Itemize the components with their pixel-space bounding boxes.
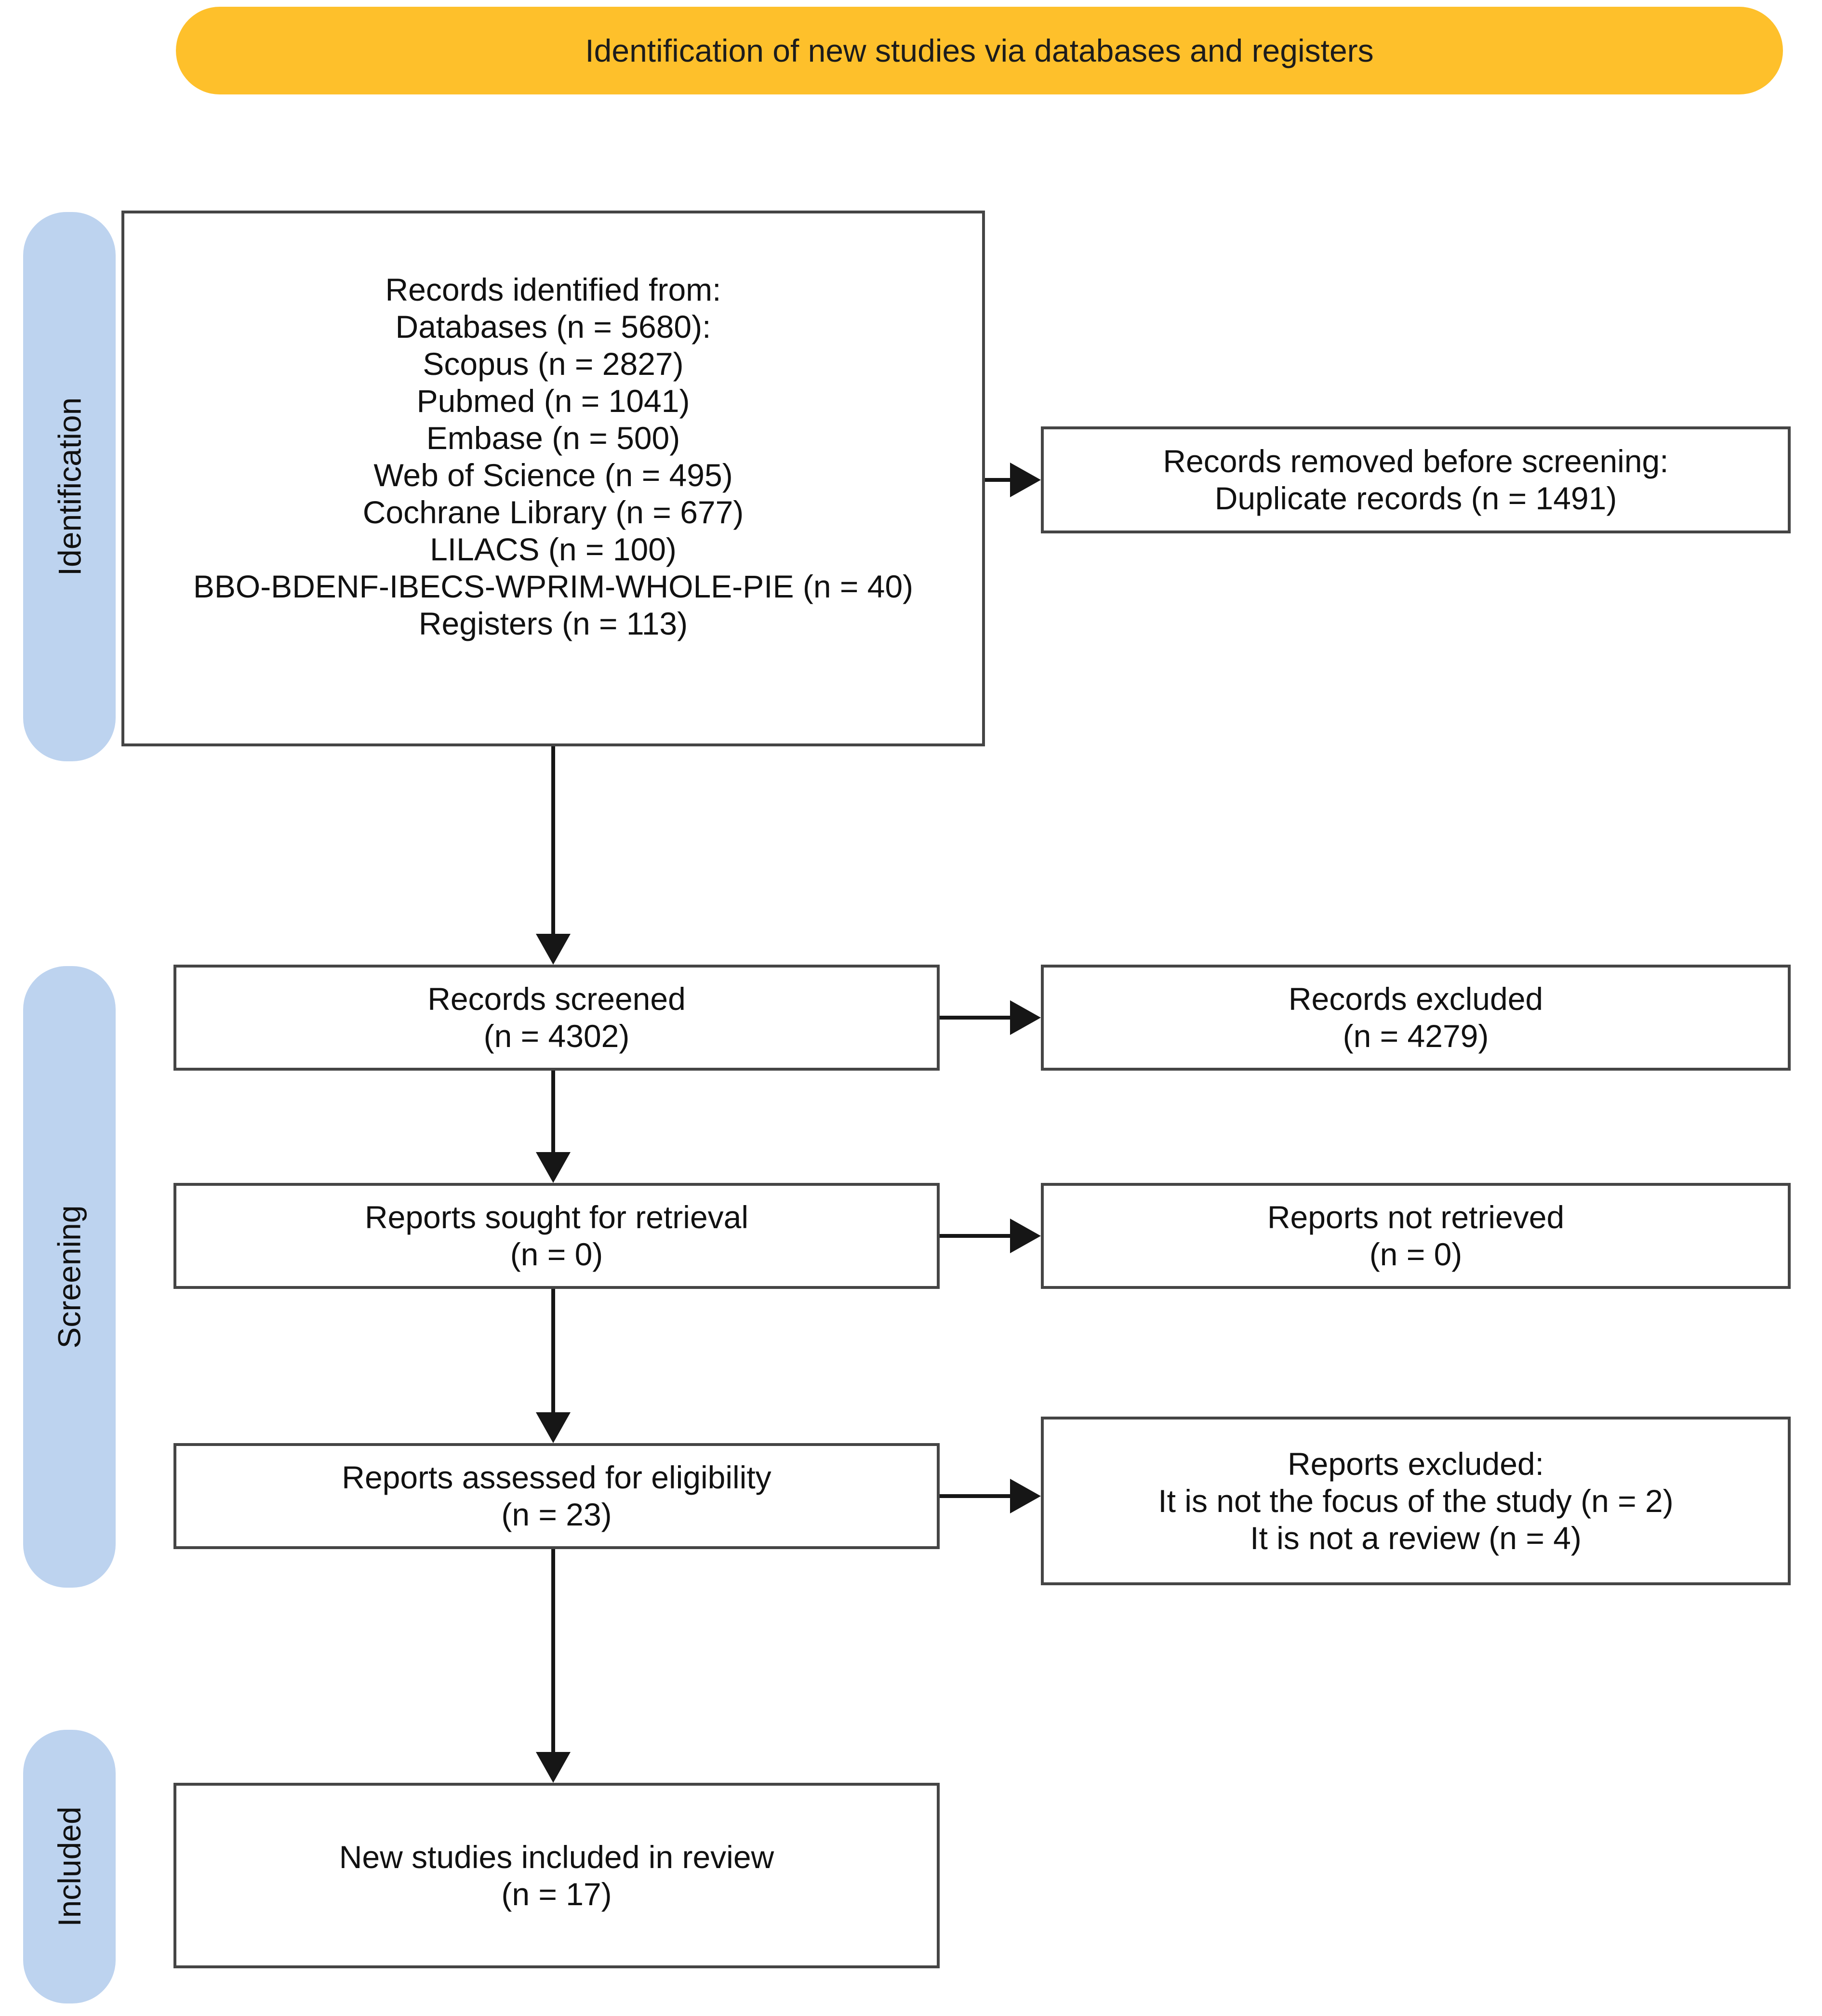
text-line: BBO-BDENF-IBECS-WPRIM-WHOLE-PIE (n = 40): [193, 569, 914, 604]
arrow-assessed-to-excluded-line: [940, 1494, 1012, 1498]
arrow-assessed-to-excluded-head-icon: [1010, 1479, 1041, 1513]
text-line: Duplicate records (n = 1491): [1214, 480, 1617, 516]
box-reports-excluded: Reports excluded:It is not the focus of …: [1041, 1417, 1791, 1585]
arrow-identified-to-screened-line: [551, 746, 555, 937]
text-line: (n = 23): [501, 1497, 612, 1532]
arrow-sought-to-assessed-head-icon: [536, 1412, 571, 1443]
arrow-sought-to-assessed-line: [551, 1289, 555, 1415]
text-line: New studies included in review: [339, 1839, 774, 1875]
arrow-identified-to-screened-head-icon: [536, 934, 571, 965]
box-reports-assessed: Reports assessed for eligibility(n = 23): [173, 1443, 940, 1549]
arrow-screened-to-sought-line: [551, 1071, 555, 1155]
text-line: Cochrane Library (n = 677): [362, 494, 744, 530]
text-line: Records identified from:: [385, 272, 721, 307]
box-new-studies-included: New studies included in review(n = 17): [173, 1783, 940, 1968]
text-line: (n = 4302): [483, 1018, 630, 1054]
text-line: Reports sought for retrieval: [364, 1199, 749, 1235]
text-line: Pubmed (n = 1041): [416, 383, 690, 419]
text-line: LILACS (n = 100): [430, 531, 677, 567]
text-line: Embase (n = 500): [426, 420, 680, 456]
arrow-sought-to-notretrieved-line: [940, 1234, 1012, 1238]
stage-label-identification: Identification: [23, 212, 116, 761]
text-line: Web of Science (n = 495): [373, 457, 733, 493]
arrow-identified-to-removed-line: [985, 478, 1014, 482]
text-line: Records removed before screening:: [1163, 443, 1669, 479]
arrow-assessed-to-included-head-icon: [536, 1752, 571, 1783]
text-line: (n = 4279): [1343, 1018, 1489, 1054]
arrow-assessed-to-included-line: [551, 1549, 555, 1755]
text-line: Reports not retrieved: [1267, 1199, 1565, 1235]
box-reports-sought: Reports sought for retrieval(n = 0): [173, 1183, 940, 1289]
arrow-screened-to-sought-head-icon: [536, 1152, 571, 1183]
text-line: (n = 0): [1369, 1236, 1463, 1272]
text-line: It is not the focus of the study (n = 2): [1158, 1483, 1674, 1519]
stage-label-screening-text: Screening: [52, 1205, 88, 1349]
text-line: (n = 0): [510, 1236, 603, 1272]
stage-label-identification-text: Identification: [52, 397, 88, 576]
stage-label-screening: Screening: [23, 966, 116, 1588]
text-line: Reports assessed for eligibility: [342, 1459, 771, 1495]
box-records-identified: Records identified from:Databases (n = 5…: [121, 211, 985, 746]
text-line: Registers (n = 113): [418, 606, 688, 641]
text-line: Scopus (n = 2827): [423, 346, 684, 382]
box-records-removed: Records removed before screening:Duplica…: [1041, 426, 1791, 533]
stage-label-included: Included: [23, 1730, 116, 2003]
text-line: Databases (n = 5680):: [395, 309, 711, 345]
text-line: It is not a review (n = 4): [1250, 1520, 1582, 1556]
box-records-screened: Records screened(n = 4302): [173, 965, 940, 1071]
banner-title: Identification of new studies via databa…: [176, 7, 1783, 94]
arrow-screened-to-excluded-head-icon: [1010, 1000, 1041, 1035]
arrow-sought-to-notretrieved-head-icon: [1010, 1219, 1041, 1253]
text-line: Records screened: [427, 981, 686, 1017]
box-reports-not-retrieved: Reports not retrieved(n = 0): [1041, 1183, 1791, 1289]
banner-title-text: Identification of new studies via databa…: [585, 33, 1374, 68]
box-records-excluded: Records excluded(n = 4279): [1041, 965, 1791, 1071]
text-line: Reports excluded:: [1288, 1446, 1544, 1482]
text-line: (n = 17): [501, 1876, 612, 1912]
text-line: Records excluded: [1288, 981, 1543, 1017]
arrow-screened-to-excluded-line: [940, 1016, 1012, 1020]
arrow-identified-to-removed-head-icon: [1010, 463, 1041, 497]
stage-label-included-text: Included: [52, 1806, 87, 1927]
